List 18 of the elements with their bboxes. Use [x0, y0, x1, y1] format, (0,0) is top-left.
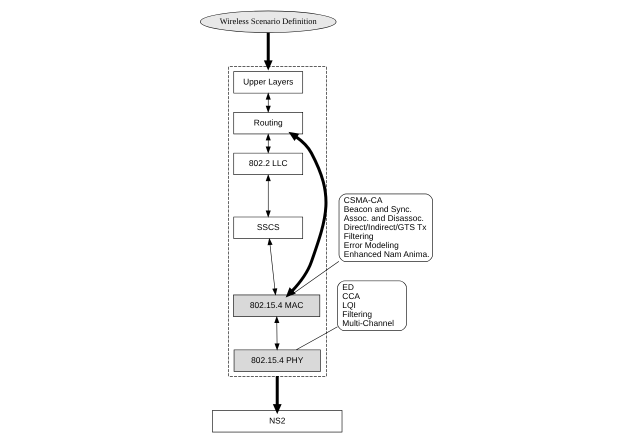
node-box: 802.15.4 PHY	[233, 350, 320, 372]
node-box: Routing	[232, 112, 303, 134]
node-box: ED CCA LQI Filtering Multi-Channel	[336, 280, 406, 331]
arrow	[272, 376, 282, 414]
node-box: Upper Layers	[232, 71, 303, 94]
node-box: 802.2 LLC	[232, 152, 303, 176]
node-ellipse: Wireless Scenario Definition	[200, 10, 336, 33]
connector	[295, 326, 338, 350]
node-box: 802.15.4 MAC	[232, 294, 320, 317]
arrow	[265, 174, 270, 218]
node-box: CSMA-CA Beacon and Sync. Assoc. and Disassoc. Direct/Indirect/GTS Tx Filtering Error Modeling Enhanced Nam Anima.	[338, 194, 432, 262]
arrow	[285, 132, 327, 298]
node-box: NS2	[212, 410, 342, 432]
arrow	[267, 238, 277, 296]
node-box: SSCS	[232, 216, 303, 239]
arrow	[274, 316, 280, 351]
arrow	[263, 32, 272, 70]
connector	[290, 261, 339, 296]
